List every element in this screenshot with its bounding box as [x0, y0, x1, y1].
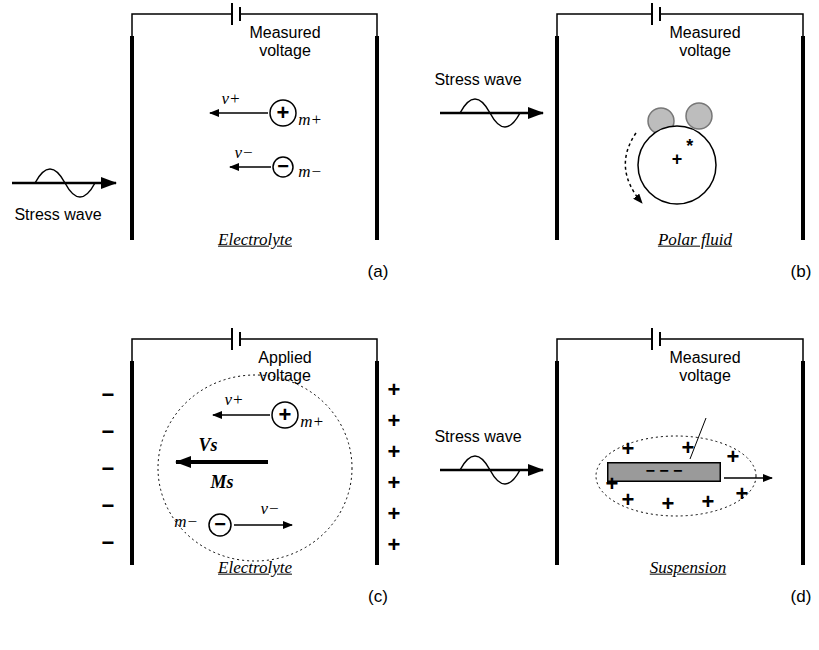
- voltage-label: Measured voltage: [663, 349, 747, 384]
- variable-label: m−: [174, 513, 198, 532]
- variable-label: m−: [298, 163, 322, 182]
- charge-sign: +: [662, 492, 675, 516]
- charge-sign: +: [606, 472, 619, 496]
- charge-symbol: −: [277, 156, 289, 176]
- medium-label: Electrolyte: [218, 559, 292, 578]
- charge-sign: +: [388, 440, 401, 464]
- variable-label: Vs: [198, 436, 217, 456]
- voltage-label: Applied voltage: [243, 349, 327, 384]
- variable-label: Ms: [210, 473, 233, 493]
- charge-sign: −: [102, 420, 115, 444]
- charge-symbol: +: [279, 404, 292, 426]
- node-shape: [608, 463, 721, 482]
- stress-wave-label: Stress wave: [14, 206, 101, 224]
- stress-wave-label: Stress wave: [434, 428, 521, 446]
- panel-tag: (d): [791, 588, 812, 607]
- charge-sign: +: [682, 436, 695, 460]
- panel-tag: (c): [368, 588, 388, 607]
- variable-label: m+: [298, 111, 322, 130]
- node-shape: [638, 126, 716, 204]
- stress-wave-label: Stress wave: [434, 71, 521, 89]
- particle-circle: −: [208, 513, 232, 537]
- particle-circle: +: [271, 401, 299, 429]
- charge-sign: +: [388, 533, 401, 557]
- particle-circle: −: [272, 156, 294, 178]
- node-shape: [272, 402, 298, 428]
- voltage-label: Measured voltage: [243, 24, 327, 59]
- charge-sign: +: [388, 409, 401, 433]
- charge-symbol: −: [214, 514, 226, 534]
- charge-sign: +: [388, 471, 401, 495]
- charge-sign: +: [388, 378, 401, 402]
- charge-sign: −: [102, 531, 115, 555]
- panel-tag: (a): [368, 263, 389, 282]
- medium-label: Electrolyte: [218, 231, 292, 250]
- particle-circle: *+: [637, 125, 717, 205]
- charge-sign: +: [727, 445, 740, 469]
- panel-tag: (b): [791, 263, 812, 282]
- charge-sign: +: [388, 502, 401, 526]
- charge-symbol: +: [672, 150, 683, 168]
- medium-label: Suspension: [650, 559, 727, 578]
- variable-label: v+: [221, 90, 240, 109]
- charge-sign: −: [102, 383, 115, 407]
- charge-sign: −: [102, 494, 115, 518]
- charge-sign: −: [102, 457, 115, 481]
- charge-sign: +: [622, 488, 635, 512]
- charge-symbol: − − −: [646, 463, 683, 479]
- voltage-label: Measured voltage: [663, 24, 747, 59]
- charge-symbol: *: [686, 137, 693, 155]
- node-shape: [209, 514, 231, 536]
- charge-sign: +: [736, 482, 749, 506]
- charge-sign: +: [702, 490, 715, 514]
- variable-label: v+: [224, 391, 243, 410]
- charge-symbol: +: [277, 102, 290, 124]
- charged-rod: − − −: [607, 462, 721, 482]
- variable-label: m+: [300, 413, 324, 432]
- medium-label: Polar fluid: [658, 231, 732, 250]
- variable-label: v−: [234, 144, 253, 163]
- node-shape: [270, 100, 296, 126]
- particle-circle: +: [269, 99, 297, 127]
- variable-label: v−: [260, 500, 279, 519]
- charge-sign: +: [622, 437, 635, 461]
